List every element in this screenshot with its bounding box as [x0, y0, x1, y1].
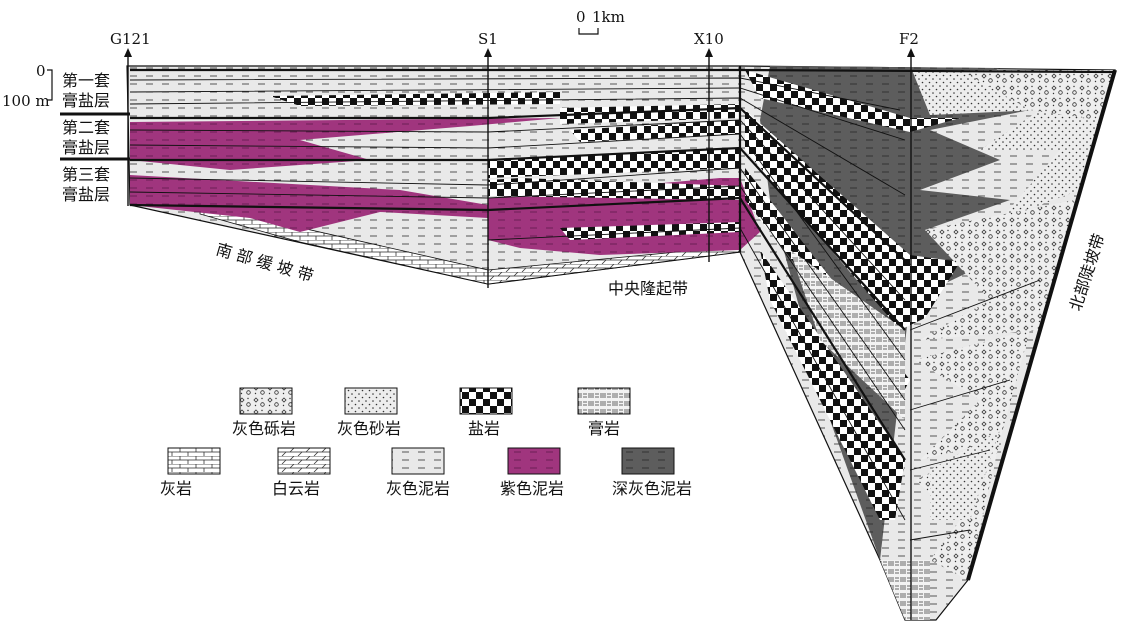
- legend-swatch: [622, 448, 674, 474]
- depth-top: 0: [36, 62, 46, 80]
- legend-item-purple-mudstone: 紫色泥岩: [500, 448, 564, 498]
- zone-central-uplift: 中央隆起带: [608, 279, 688, 298]
- legend-item-salt: 盐岩: [460, 388, 512, 438]
- well-label: G121: [110, 30, 151, 48]
- zone-north-steep-slope: 北部陡坡带: [1066, 231, 1109, 313]
- legend: 灰色砾岩 灰色砂岩 盐岩 膏岩 灰岩 白云岩 灰色泥岩 紫色泥岩: [160, 388, 692, 498]
- depth-scale: 0 100 m: [2, 62, 52, 110]
- set-3-line2: 膏盐层: [62, 185, 110, 204]
- well-label: X10: [694, 30, 724, 48]
- legend-swatch: [508, 448, 560, 474]
- legend-item-conglomerate: 灰色砾岩: [232, 388, 296, 438]
- gypsum-salt-set-labels: 第一套 膏盐层 第二套 膏盐层 第三套 膏盐层: [60, 68, 130, 206]
- legend-item-sandstone: 灰色砂岩: [337, 388, 401, 438]
- well-label: S1: [478, 30, 498, 48]
- depth-bottom: 100 m: [2, 92, 50, 110]
- scale-label: 1km: [592, 8, 625, 26]
- legend-swatch: [578, 388, 630, 414]
- legend-label: 深灰色泥岩: [612, 479, 692, 498]
- legend-swatch: [392, 448, 444, 474]
- legend-swatch: [278, 448, 330, 474]
- legend-swatch: [345, 388, 397, 414]
- legend-item-grey-mudstone: 灰色泥岩: [386, 448, 450, 498]
- legend-item-limestone: 灰岩: [160, 448, 220, 498]
- legend-item-dark-grey-mudstone: 深灰色泥岩: [612, 448, 692, 498]
- legend-item-dolomite: 白云岩: [272, 448, 330, 498]
- set-3-line1: 第三套: [62, 165, 110, 184]
- section-body: [127, 66, 1115, 620]
- well-label: F2: [899, 30, 919, 48]
- scale-zero: 0: [576, 8, 586, 26]
- legend-swatch: [240, 388, 292, 414]
- legend-label: 灰岩: [160, 479, 192, 498]
- set-2-line2: 膏盐层: [62, 138, 110, 157]
- legend-label: 灰色泥岩: [386, 479, 450, 498]
- legend-label: 灰色砾岩: [232, 419, 296, 438]
- legend-item-gypsum: 膏岩: [578, 388, 630, 438]
- legend-label: 灰色砂岩: [337, 419, 401, 438]
- legend-label: 盐岩: [468, 419, 500, 438]
- set-1-line2: 膏盐层: [62, 91, 110, 110]
- legend-label: 紫色泥岩: [500, 479, 564, 498]
- legend-label: 白云岩: [272, 479, 320, 498]
- legend-swatch: [460, 388, 512, 414]
- legend-swatch: [168, 448, 220, 474]
- legend-label: 膏岩: [588, 419, 620, 438]
- set-1-line1: 第一套: [62, 71, 110, 90]
- zone-south-slope: 南 部 缓 坡 带: [214, 240, 316, 286]
- scale-bar: 0 1km: [576, 8, 625, 34]
- set-2-line1: 第二套: [62, 118, 110, 137]
